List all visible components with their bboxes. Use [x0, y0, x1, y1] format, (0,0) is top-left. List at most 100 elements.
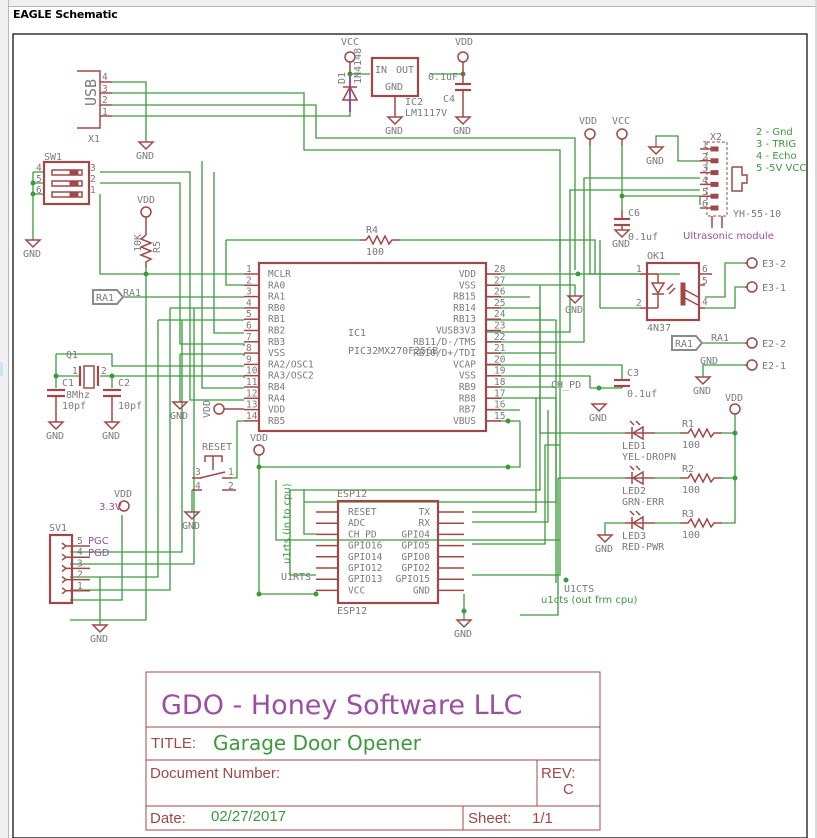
pin-number: 10: [246, 366, 258, 377]
capacitor-c3[interactable]: C3 0.1uf: [614, 368, 657, 400]
pin-label: 4: [195, 481, 201, 492]
pin-label: 2: [636, 298, 642, 309]
gnd-icon: GND: [170, 401, 189, 422]
pin-number: 21: [494, 343, 506, 354]
pin-name: GPIO2: [401, 563, 430, 574]
pin-label: 4: [702, 297, 708, 308]
crystal-q1[interactable]: Q1 1 2 8Mhz: [66, 350, 107, 401]
capacitor-c4[interactable]: VDD 0.1uF C4: [428, 37, 473, 117]
c3-value: 0.1uf: [627, 389, 657, 400]
c2-ref: C2: [118, 378, 130, 389]
net-label-ra1-right[interactable]: RA1 RA1: [671, 333, 729, 351]
gnd-icon: GND: [102, 421, 121, 442]
pin-name: RB4: [268, 382, 285, 393]
pin-in: IN: [375, 65, 387, 76]
document-number-label: Document Number:: [150, 765, 280, 782]
gnd-label: GND: [170, 411, 188, 422]
usb-connector-x1[interactable]: USB 4 3 2 1 X1: [77, 70, 112, 145]
gnd-net-label: GND: [700, 356, 718, 367]
ok1-ref: OK1: [647, 251, 665, 262]
sw1-ref: SW1: [44, 152, 62, 163]
pin-name: RA4: [268, 393, 285, 404]
vdd-label: VDD: [114, 489, 132, 500]
pin-name: GPIO14: [348, 552, 383, 563]
terminal-e2-1[interactable]: E2-1 GND: [700, 356, 786, 372]
pin-name: GPIO12: [348, 563, 382, 574]
led-value: RED-PWR: [622, 542, 665, 553]
x2-desc: Ultrasonic module: [683, 231, 774, 242]
diode-d1[interactable]: VCC D1 1N4148: [337, 37, 364, 112]
regulator-ic2[interactable]: IN OUT GND IC2 LM1117V: [370, 56, 447, 119]
gnd-icon: GND: [23, 239, 42, 260]
reset-button[interactable]: RESET 3 1 4 2: [192, 442, 236, 492]
d1-ref: D1: [337, 72, 348, 84]
terminal-e3-1[interactable]: E3-1: [745, 281, 786, 294]
pin-number: 19: [494, 366, 506, 377]
vdd-label: VDD: [579, 116, 597, 127]
pin-out: OUT: [396, 65, 414, 76]
gnd-label: GND: [589, 413, 607, 424]
pin-contact: [710, 146, 719, 152]
pin-number: 24: [494, 309, 506, 320]
supply-note: 3.3V: [99, 502, 122, 513]
reset-ref: RESET: [202, 442, 232, 453]
gnd-icon: GND: [454, 619, 473, 640]
gnd-icon: GND: [46, 421, 65, 442]
pgc-label: PGC: [88, 536, 109, 547]
usb-ref: X1: [88, 134, 100, 145]
pin-number: 3: [702, 164, 708, 175]
pin-number: 17: [494, 388, 505, 399]
pin-number: 1: [702, 140, 708, 151]
vcc-label: VCC: [341, 37, 359, 48]
date-label: Date:: [150, 810, 186, 827]
vdd-supply-right: VDD: [579, 116, 597, 146]
gnd-label: GND: [90, 634, 108, 645]
pin-label: 2: [228, 481, 234, 492]
capacitor-c1[interactable]: C1 10pf: [47, 378, 86, 422]
terminal-e3-2[interactable]: E3-2: [745, 257, 786, 270]
e3-2-label: E3-2: [762, 259, 786, 270]
resistor-ref: R3: [682, 509, 694, 520]
r4-ref: R4: [366, 225, 378, 236]
optocoupler-ok1[interactable]: OK1 4N37 1 2 6 5 4: [636, 251, 712, 334]
pin-name: RB2: [268, 326, 285, 337]
pin-label: 2: [101, 366, 107, 377]
capacitor-c6[interactable]: C6 0.1uf: [614, 208, 658, 243]
gnd-label: GND: [646, 156, 664, 167]
resistor-r5[interactable]: VDD 10K R5: [133, 195, 163, 268]
usb-label: USB: [82, 79, 100, 106]
pin-contact: [710, 158, 719, 164]
ok1-value: 4N37: [647, 323, 671, 334]
wifi-module-esp12[interactable]: ESP12 ESP12 RESETADCCH_PDGPIO16GPIO14GPI…: [316, 489, 464, 617]
c6-value: 0.1uf: [628, 232, 658, 243]
pin-number: 6: [246, 321, 252, 332]
gnd-icon: GND: [182, 511, 201, 532]
esp12-ref-top: ESP12: [337, 489, 367, 500]
gnd-label: GND: [595, 544, 613, 555]
pin-number: 16: [494, 400, 506, 411]
vcc-supply-icon: [616, 128, 628, 140]
terminal-e2-2[interactable]: E2-2: [745, 337, 786, 350]
ra1-flag-text: RA1: [675, 339, 693, 350]
gnd-label: GND: [46, 431, 64, 442]
pin-name: RB15: [453, 292, 476, 303]
resistor-r4[interactable]: R4 100: [360, 225, 400, 258]
switch-sw1[interactable]: SW1 4 5 6 3 2 1: [36, 152, 96, 206]
net-label-ra1[interactable]: RA1 RA1: [92, 288, 141, 305]
pin-number: 18: [494, 377, 506, 388]
pin-number: 26: [494, 287, 506, 298]
pin-number: 12: [246, 388, 257, 399]
vcc-label: VCC: [612, 116, 630, 127]
capacitor-c2[interactable]: C2 10pf: [103, 378, 142, 422]
